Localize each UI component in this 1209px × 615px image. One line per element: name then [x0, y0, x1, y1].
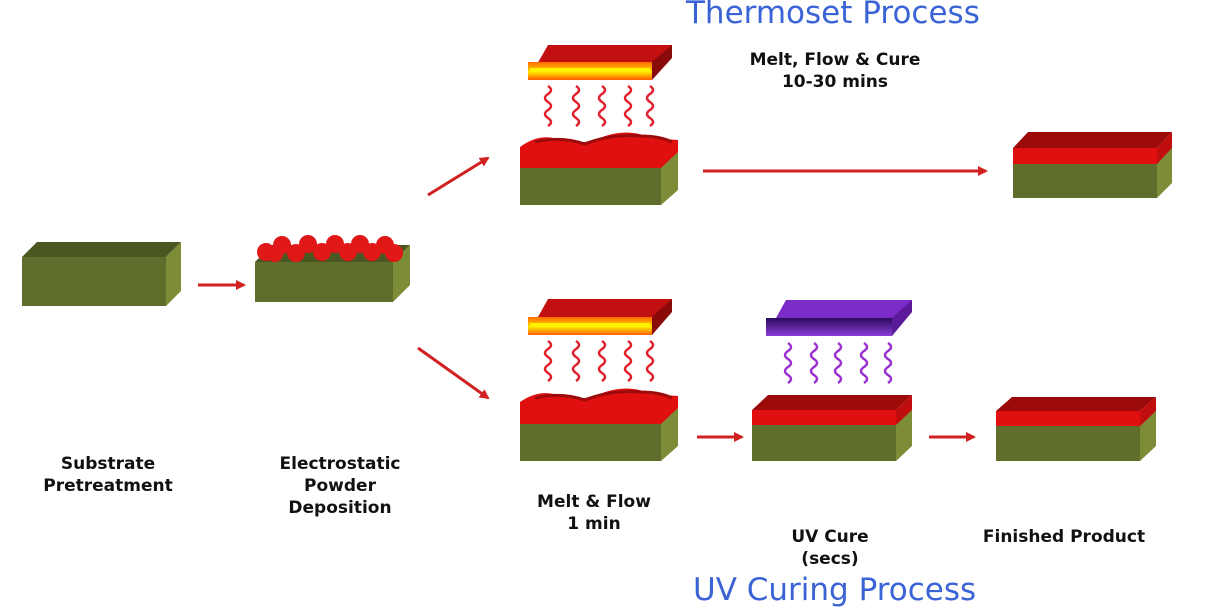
label-finished-product: Finished Product	[982, 527, 1146, 547]
label-electrostatic-powder-deposition: Electrostatic Powder Deposition	[279, 454, 401, 518]
powder-particles	[257, 235, 403, 262]
uv-path-melting-block	[520, 388, 678, 461]
uv-lamp	[766, 300, 912, 336]
thermoset-heater	[528, 45, 672, 80]
label-substrate-pretreatment: Substrate Pretreatment	[43, 454, 173, 496]
thermoset-heat-waves	[543, 84, 655, 128]
uv-curing-process-title: UV Curing Process	[693, 572, 977, 608]
label-melt-flow-cure: Melt, Flow & Cure 10-30 mins	[749, 50, 921, 92]
label-melt-flow: Melt & Flow 1 min	[537, 492, 651, 534]
uv-waves	[783, 341, 893, 385]
substrate-block	[22, 242, 181, 306]
arrow-to-thermoset	[427, 156, 490, 197]
arrow-to-uv	[417, 346, 490, 400]
uv-finished-block	[996, 397, 1156, 461]
thermoset-finished-block	[1013, 132, 1172, 198]
uv-path-heat-waves	[543, 339, 655, 383]
uv-path-heater	[528, 299, 672, 335]
thermoset-melting-block	[520, 132, 678, 205]
thermoset-process-title: Thermoset Process	[686, 0, 980, 31]
uv-curing-block	[752, 395, 912, 461]
label-uv-cure: UV Cure (secs)	[791, 527, 869, 569]
